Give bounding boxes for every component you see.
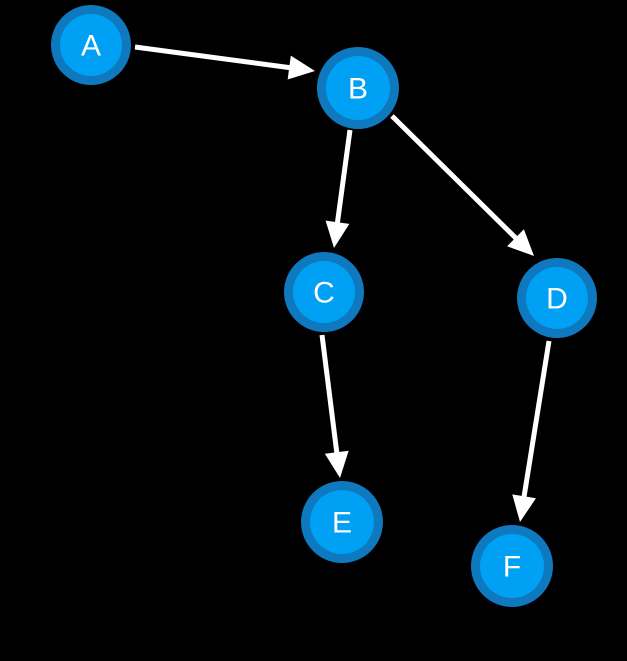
node-e[interactable]: E [301, 481, 383, 563]
edge-b-c [325, 129, 353, 248]
arrowhead-icon [512, 494, 536, 522]
edge-shaft [520, 340, 552, 502]
node-c[interactable]: C [284, 252, 364, 332]
node-d[interactable]: D [517, 258, 597, 338]
node-core[interactable] [480, 534, 544, 598]
edge-b-d [390, 114, 534, 256]
node-b[interactable]: B [317, 47, 399, 129]
node-core[interactable] [60, 14, 122, 76]
arrowhead-icon [324, 450, 349, 478]
edge-shaft [319, 334, 340, 458]
arrowhead-icon [507, 229, 534, 256]
arrowhead-icon [287, 55, 315, 80]
edge-a-b [134, 44, 315, 80]
edge-d-f [512, 340, 552, 522]
edge-shaft [134, 44, 295, 71]
node-core[interactable] [310, 490, 374, 554]
arrowhead-icon [325, 220, 350, 248]
node-core[interactable] [526, 267, 588, 329]
edge-shaft [334, 129, 353, 228]
edge-shaft [390, 114, 521, 244]
node-f[interactable]: F [471, 525, 553, 607]
edge-c-e [319, 334, 349, 478]
node-a[interactable]: A [51, 5, 131, 85]
node-core[interactable] [293, 261, 355, 323]
node-core[interactable] [326, 56, 390, 120]
edge-layer [134, 44, 552, 522]
